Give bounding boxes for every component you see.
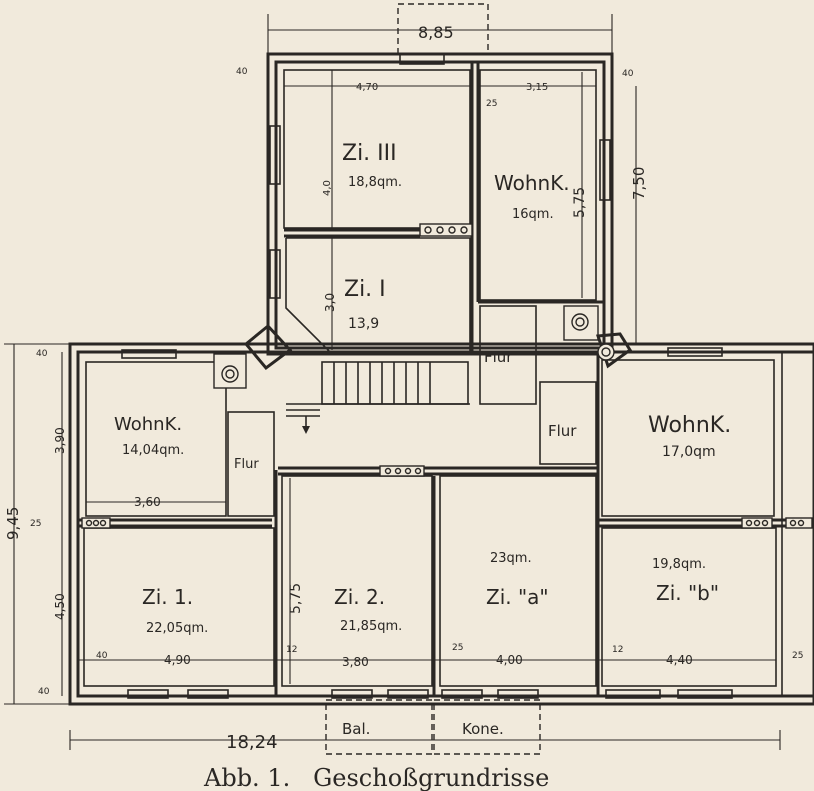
dim-wall-40-right: 40: [622, 69, 634, 79]
dim-left-390: 3,90: [53, 427, 67, 454]
main-block-walls: [68, 305, 814, 706]
dim-zi3-depth: 4,0: [322, 180, 333, 196]
flur-mid-label: Flur: [484, 348, 513, 366]
dim-zi2-12: 12: [286, 645, 297, 655]
dim-top-width: 8,85: [418, 23, 454, 42]
dimension-labels: 8,85 40 40 4,70 3,15 25 4,0 5,75 7,50 3,…: [4, 23, 803, 753]
dim-left-40-bottom: 40: [38, 687, 50, 697]
dim-zi2-width: 3,80: [342, 655, 369, 669]
zi2-area: 21,85qm.: [340, 619, 402, 634]
chimney-corner-right: [563, 305, 633, 369]
chimney-row-left: [81, 517, 111, 529]
zi3-area: 18,8qm.: [348, 175, 402, 190]
dim-total-depth: 9,45: [4, 507, 22, 540]
staircase: [286, 361, 470, 434]
dim-zi1-40: 40: [96, 651, 108, 661]
balcony-outline: [325, 699, 433, 755]
dim-wohnk-left-width: 3,60: [134, 495, 161, 509]
dim-zib-width: 4,40: [666, 653, 693, 667]
chimney-row-right: [741, 517, 813, 529]
zi1-top-area: 13,9: [348, 316, 379, 332]
dim-wohnk-width: 3,15: [526, 82, 548, 93]
upper-wing-walls: [266, 52, 614, 356]
dim-total-width: 18,24: [226, 732, 278, 753]
dim-zi1top-depth: 3,0: [323, 293, 337, 312]
figure-caption: Abb. 1. Geschoßgrundrisse: [203, 764, 549, 791]
dim-wing-depth: 7,50: [630, 167, 648, 200]
zi1-area: 22,05qm.: [146, 621, 208, 636]
dim-zia-25: 25: [452, 643, 463, 653]
dim-left-40-top: 40: [36, 349, 48, 359]
dim-left-450: 4,50: [53, 593, 67, 620]
wohnk-left-name: WohnK.: [114, 414, 182, 435]
zi1-name: Zi. 1.: [142, 585, 193, 609]
wohnk-left-area: 14,04qm.: [122, 443, 184, 458]
zib-name: Zi. "b": [656, 581, 719, 605]
flur-left-label: Flur: [234, 457, 259, 472]
dim-wall-25: 25: [486, 99, 497, 109]
zib-area: 19,8qm.: [652, 557, 706, 572]
dimension-lines: [4, 14, 781, 750]
chimney-corner-left: [213, 323, 293, 389]
dim-zia-width: 4,00: [496, 653, 523, 667]
dim-right-25: 25: [792, 651, 803, 661]
zi2-name: Zi. 2.: [334, 585, 385, 609]
room-labels: Zi. III 18,8qm. WohnK. 16qm. Zi. I 13,9 …: [114, 141, 731, 738]
dim-zi3-width: 4,70: [356, 82, 378, 93]
top-projection: [397, 3, 489, 55]
balcony-label: Bal.: [342, 720, 370, 738]
wohnk-right-name: WohnK.: [648, 413, 731, 438]
chimney-row-mid: [379, 465, 425, 477]
chimney-top: [419, 223, 473, 237]
dim-zib-12: 12: [612, 645, 623, 655]
zi1-top-name: Zi. I: [344, 277, 386, 302]
dim-wall-40-left: 40: [236, 67, 248, 77]
kone-outline: [433, 699, 541, 755]
dim-wohnk-depth: 5,75: [572, 187, 588, 218]
kone-label: Kone.: [462, 720, 504, 738]
flur-right-label: Flur: [548, 422, 577, 440]
zia-area: 23qm.: [490, 551, 532, 566]
zia-name: Zi. "a": [486, 585, 549, 609]
wohnk-top-name: WohnK.: [494, 171, 570, 195]
wohnk-right-area: 17,0qm: [662, 444, 716, 460]
dim-zi1-width: 4,90: [164, 653, 191, 667]
zi3-name: Zi. III: [342, 141, 397, 166]
dim-left-25: 25: [30, 519, 41, 529]
wohnk-top-area: 16qm.: [512, 207, 554, 222]
dim-zi2-depth: 5,75: [288, 583, 304, 614]
